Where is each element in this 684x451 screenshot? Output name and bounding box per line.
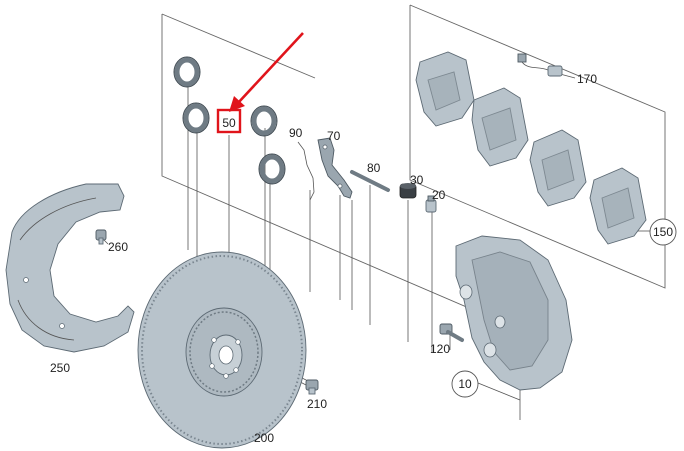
pad-frame <box>409 4 666 289</box>
callout-90[interactable]: 90 <box>289 126 303 140</box>
callout-circle-150 <box>649 218 677 246</box>
callout-120[interactable]: 120 <box>430 342 450 356</box>
callout-10[interactable]: 10 <box>458 377 472 391</box>
seal-ring-bottom <box>258 153 286 185</box>
highlight-arrow <box>229 32 304 112</box>
callout-200[interactable]: 200 <box>254 431 274 445</box>
callout-circle-10 <box>451 370 479 398</box>
seal-ring-top <box>173 56 201 88</box>
bleed-screw <box>425 195 437 213</box>
guide-pin <box>350 170 390 192</box>
brake-disc <box>137 251 307 449</box>
callout-70[interactable]: 70 <box>327 129 341 143</box>
highlight-box <box>216 108 242 134</box>
spring-wire <box>297 141 315 201</box>
seal-ring-left <box>182 102 210 134</box>
callout-210[interactable]: 210 <box>307 397 327 411</box>
callout-30[interactable]: 30 <box>410 173 424 187</box>
brake-caliper <box>455 235 573 391</box>
callout-20[interactable]: 20 <box>432 188 446 202</box>
seal-frame <box>161 13 521 331</box>
shield-screw <box>95 229 107 245</box>
caliper-bolt <box>439 323 464 342</box>
seal-ring-right <box>250 105 278 137</box>
brake-pad-2 <box>471 87 529 167</box>
bushing <box>399 183 417 199</box>
leader-lines <box>103 73 650 420</box>
disc-screw <box>305 379 319 395</box>
callout-170[interactable]: 170 <box>577 72 597 86</box>
callout-260[interactable]: 260 <box>108 240 128 254</box>
callout-80[interactable]: 80 <box>367 161 381 175</box>
wear-sensor <box>517 53 563 77</box>
brake-pad-3 <box>529 129 587 207</box>
retaining-spring <box>317 137 353 199</box>
brake-pad-1 <box>415 51 475 127</box>
dust-shield <box>5 183 135 353</box>
brake-pad-4 <box>589 167 647 245</box>
callout-50[interactable]: 50 <box>222 116 236 130</box>
callout-250[interactable]: 250 <box>50 361 70 375</box>
callout-150[interactable]: 150 <box>653 225 673 239</box>
